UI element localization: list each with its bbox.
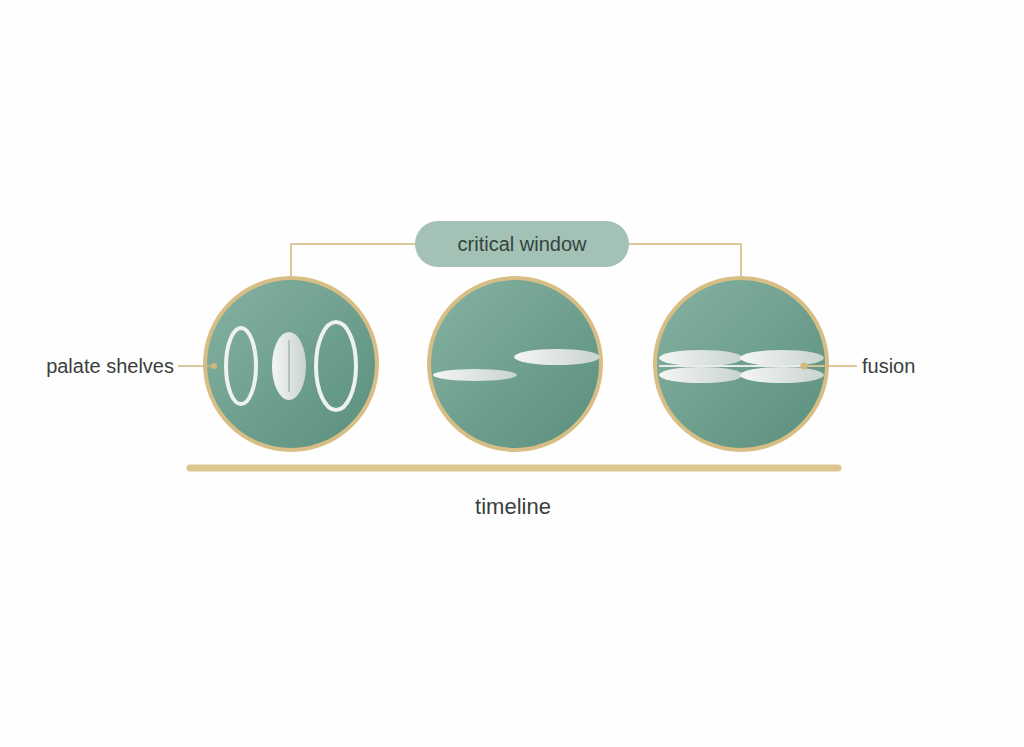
- node-text: critical window: [458, 233, 587, 256]
- leader-line: [178, 365, 212, 367]
- leader-line: [805, 365, 857, 367]
- timeline-bar: [190, 465, 838, 472]
- palate-shelf: [226, 322, 356, 410]
- palate-shelf: [433, 369, 517, 381]
- nasal-septum: [272, 332, 306, 400]
- label-text: fusion: [862, 355, 915, 378]
- fused-shelves: [659, 350, 824, 383]
- label-text: palate shelves: [46, 355, 174, 378]
- stage-circle: [205, 278, 827, 450]
- label-text: timeline: [475, 494, 551, 520]
- pill-box: critical window: [415, 221, 629, 267]
- palate-shelf: [514, 349, 600, 365]
